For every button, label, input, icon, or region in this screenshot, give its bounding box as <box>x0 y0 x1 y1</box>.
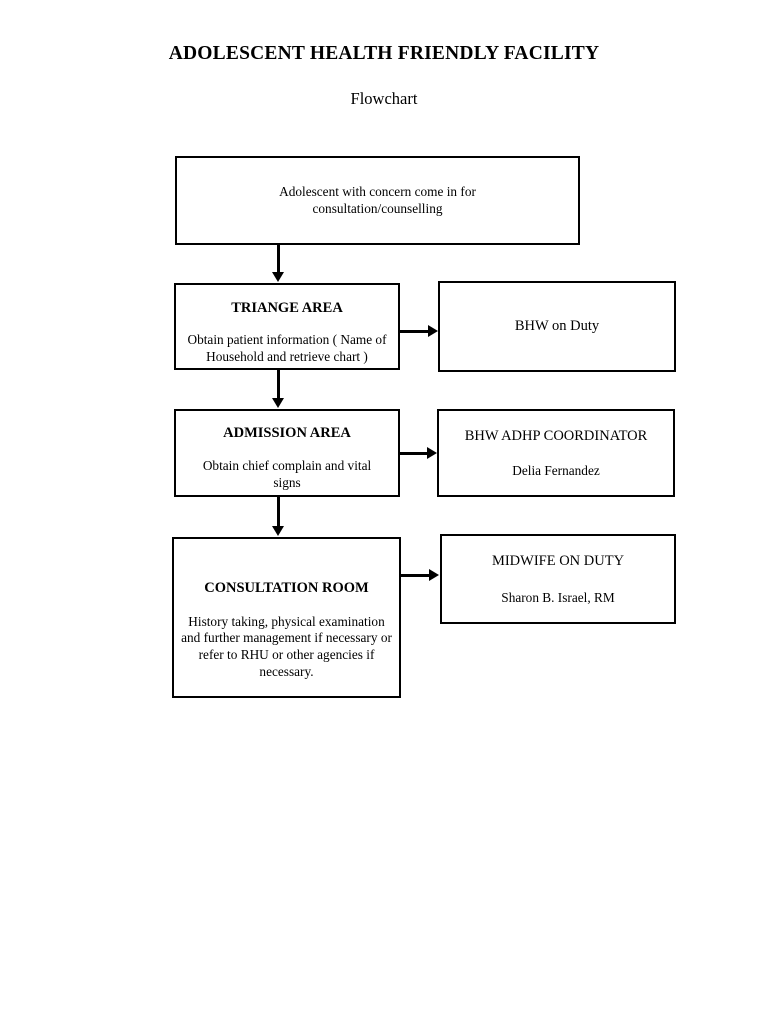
flow-node-entry: Adolescent with concern come in for cons… <box>175 156 580 245</box>
arrow-right-icon-consultation-to-midwife <box>429 569 439 581</box>
flow-node-admission-body: Obtain chief complain and vital signs <box>202 458 372 491</box>
connector-triage-to-admission <box>277 370 280 399</box>
flow-node-bhw-duty-line-one: BHW on Duty <box>514 318 600 335</box>
flow-node-consultation: CONSULTATION ROOM History taking, physic… <box>172 537 401 698</box>
connector-consultation-to-midwife <box>401 574 431 577</box>
connector-admission-to-consultation <box>277 497 280 527</box>
arrow-down-icon-admission-to-consultation <box>272 526 284 536</box>
flow-node-consultation-heading: CONSULTATION ROOM <box>204 579 369 596</box>
connector-admission-to-bhw-adhp <box>400 452 429 455</box>
flow-node-triage: TRIANGE AREA Obtain patient information … <box>174 283 400 370</box>
flow-node-bhw-adhp-line-one: BHW ADHP COORDINATOR <box>464 427 648 444</box>
connector-entry-to-triage <box>277 245 280 275</box>
arrow-down-icon-triage-to-admission <box>272 398 284 408</box>
flow-node-midwife: MIDWIFE ON DUTY Sharon B. Israel, RM <box>440 534 676 624</box>
connector-triage-to-bhw-duty <box>400 330 430 333</box>
arrow-down-icon-entry-to-triage <box>272 272 284 282</box>
page-subtitle: Flowchart <box>350 89 418 108</box>
flow-node-midwife-line-one: MIDWIFE ON DUTY <box>491 552 625 569</box>
flow-node-bhw-adhp: BHW ADHP COORDINATOR Delia Fernandez <box>437 409 675 497</box>
flow-node-triage-heading: TRIANGE AREA <box>231 299 343 316</box>
flow-node-admission-heading: ADMISSION AREA <box>223 425 351 442</box>
flow-node-consultation-body: History taking, physical examination and… <box>181 613 392 679</box>
flow-node-admission: ADMISSION AREA Obtain chief complain and… <box>174 409 400 497</box>
flow-node-bhw-adhp-line-two: Delia Fernandez <box>512 462 600 478</box>
arrow-right-icon-triage-to-bhw-duty <box>428 325 438 337</box>
flow-node-bhw-duty: BHW on Duty <box>438 281 676 372</box>
flow-node-triage-body: Obtain patient information ( Name of Hou… <box>187 331 387 364</box>
flow-node-midwife-line-two: Sharon B. Israel, RM <box>501 589 615 605</box>
flow-node-entry-body: Adolescent with concern come in for cons… <box>279 183 476 216</box>
page-title: ADOLESCENT HEALTH FRIENDLY FACILITY <box>168 43 600 64</box>
arrow-right-icon-admission-to-bhw-adhp <box>427 447 437 459</box>
